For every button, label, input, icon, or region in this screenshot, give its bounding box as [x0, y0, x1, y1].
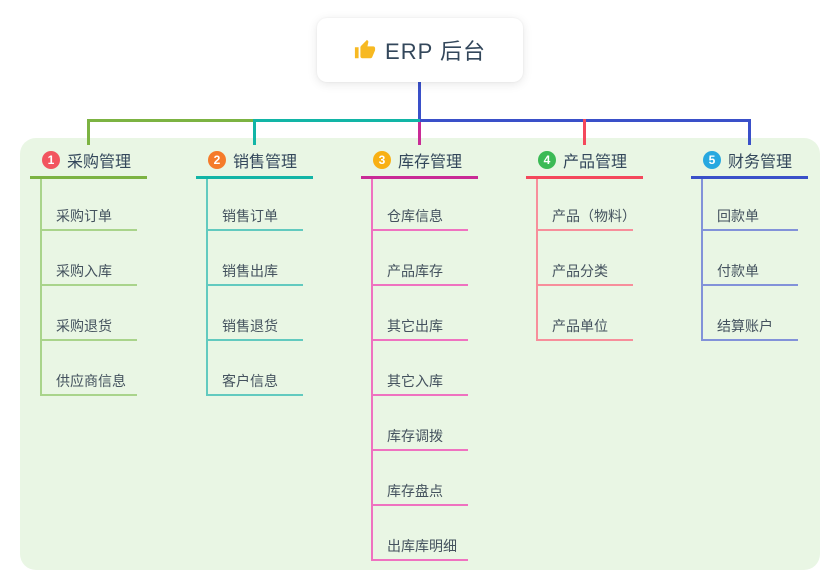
- child-node[interactable]: 销售出库: [222, 263, 278, 279]
- child-underline: [40, 394, 137, 396]
- child-node[interactable]: 采购退货: [56, 318, 112, 334]
- branch-node-sales[interactable]: 2 销售管理: [196, 148, 314, 172]
- child-node[interactable]: 其它出库: [387, 318, 443, 334]
- child-node[interactable]: 付款单: [717, 263, 759, 279]
- child-underline: [40, 284, 137, 286]
- connector-drop-finance: [748, 119, 751, 145]
- branch-finance: 5 财务管理 回款单 付款单 结算账户: [691, 148, 809, 341]
- connector-drop-inventory: [418, 122, 421, 145]
- branch-node-product[interactable]: 4 产品管理: [526, 148, 644, 172]
- root-title: ERP 后台: [385, 39, 486, 64]
- connector-drop-product: [583, 119, 586, 145]
- connector-children-sales: [206, 179, 208, 396]
- branch-underline-purchase: [30, 176, 147, 179]
- child-underline: [206, 394, 303, 396]
- child-node[interactable]: 产品分类: [552, 263, 608, 279]
- child-underline: [701, 339, 798, 341]
- thumbs-up-icon: [354, 39, 376, 59]
- child-node[interactable]: 库存盘点: [387, 483, 443, 499]
- child-node[interactable]: 供应商信息: [56, 373, 126, 389]
- child-underline: [701, 284, 798, 286]
- mindmap-background-panel: [20, 138, 820, 570]
- child-node[interactable]: 结算账户: [717, 318, 773, 334]
- branch-node-purchase[interactable]: 1 采购管理: [30, 148, 148, 172]
- child-node[interactable]: 产品单位: [552, 318, 608, 334]
- branch-badge-1: 1: [42, 151, 60, 169]
- branch-purchase: 1 采购管理 采购订单 采购入库 采购退货 供应商信息: [30, 148, 148, 396]
- connector-children-product: [536, 179, 538, 341]
- child-node[interactable]: 销售退货: [222, 318, 278, 334]
- root-node[interactable]: ERP 后台: [317, 18, 523, 82]
- child-underline: [371, 394, 468, 396]
- child-underline: [206, 339, 303, 341]
- branch-sales: 2 销售管理 销售订单 销售出库 销售退货 客户信息: [196, 148, 314, 396]
- child-underline: [371, 559, 468, 561]
- connector-bus-teal: [253, 119, 420, 122]
- branch-node-inventory[interactable]: 3 库存管理: [361, 148, 479, 172]
- child-underline: [206, 284, 303, 286]
- connector-drop-sales: [253, 119, 256, 145]
- branch-underline-sales: [196, 176, 313, 179]
- branch-underline-inventory: [361, 176, 478, 179]
- connector-root-vertical: [418, 82, 421, 120]
- child-underline: [371, 504, 468, 506]
- child-node[interactable]: 销售订单: [222, 208, 278, 224]
- child-node[interactable]: 客户信息: [222, 373, 278, 389]
- connector-children-finance: [701, 179, 703, 341]
- branch-badge-2: 2: [208, 151, 226, 169]
- child-node[interactable]: 其它入库: [387, 373, 443, 389]
- child-underline: [371, 284, 468, 286]
- child-node[interactable]: 产品库存: [387, 263, 443, 279]
- child-node[interactable]: 出库库明细: [387, 538, 457, 554]
- branch-underline-product: [526, 176, 643, 179]
- branch-badge-4: 4: [538, 151, 556, 169]
- branch-product: 4 产品管理 产品（物料） 产品分类 产品单位: [526, 148, 644, 341]
- child-node[interactable]: 库存调拨: [387, 428, 443, 444]
- connector-bus-green: [87, 119, 253, 122]
- branch-badge-3: 3: [373, 151, 391, 169]
- child-underline: [536, 229, 633, 231]
- child-node[interactable]: 采购订单: [56, 208, 112, 224]
- child-node[interactable]: 回款单: [717, 208, 759, 224]
- connector-drop-purchase: [87, 119, 90, 145]
- branch-inventory: 3 库存管理 仓库信息 产品库存 其它出库 其它入库 库存调拨 库存盘点 出库库…: [361, 148, 479, 561]
- branch-underline-finance: [691, 176, 808, 179]
- branch-node-finance[interactable]: 5 财务管理: [691, 148, 809, 172]
- child-underline: [40, 229, 137, 231]
- child-underline: [206, 229, 303, 231]
- child-node[interactable]: 采购入库: [56, 263, 112, 279]
- branch-label-product: 产品管理: [563, 154, 628, 171]
- thumbs-up-path: [354, 39, 376, 59]
- child-underline: [371, 229, 468, 231]
- child-underline: [536, 339, 633, 341]
- connector-children-inventory: [371, 179, 373, 561]
- branch-label-sales: 销售管理: [233, 154, 298, 171]
- connector-children-purchase: [40, 179, 42, 396]
- child-underline: [371, 449, 468, 451]
- child-underline: [536, 284, 633, 286]
- branch-label-finance: 财务管理: [728, 154, 793, 171]
- child-underline: [701, 229, 798, 231]
- branch-label-purchase: 采购管理: [67, 154, 132, 171]
- child-node[interactable]: 仓库信息: [387, 208, 443, 224]
- child-underline: [371, 339, 468, 341]
- child-node[interactable]: 产品（物料）: [552, 208, 636, 224]
- branch-badge-5: 5: [703, 151, 721, 169]
- branch-label-inventory: 库存管理: [398, 154, 463, 171]
- child-underline: [40, 339, 137, 341]
